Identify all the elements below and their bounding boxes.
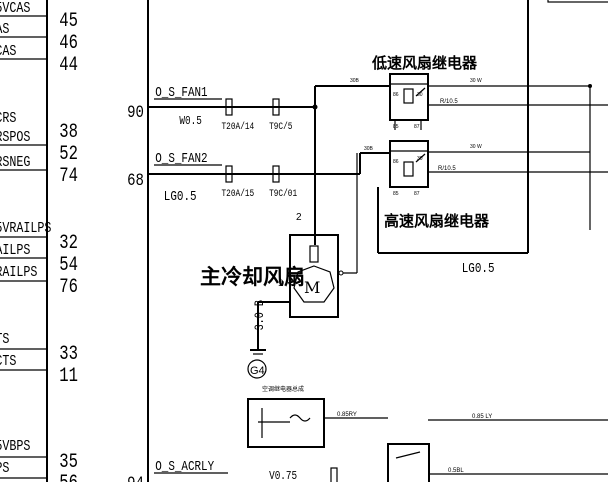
fan2-connector-1: T20A/15 — [222, 188, 255, 199]
fan1-wire-label: W0.5 — [179, 115, 201, 128]
acrly-signal-label: O_S_ACRLY — [155, 459, 214, 475]
ecu-pin-name: RSPOS — [0, 130, 30, 147]
ecu-pin-number: 56 — [59, 472, 78, 482]
high-relay-wire-top: 30 W — [470, 144, 482, 150]
ac-wire-1: 0.85RY — [337, 412, 357, 418]
ecu-pin-name: AILPS — [0, 243, 30, 260]
fan1-connector-2: T9C/5 — [269, 121, 292, 132]
high-relay-pin: 30 — [417, 156, 423, 162]
fan2-signal: 68 O_S_FAN2 LG0.5 T20A/15 T9C/01 — [127, 151, 360, 205]
low-relay-title: 低速风扇继电器 — [371, 54, 478, 72]
bottom-wire-label: LG0.5 — [462, 261, 495, 277]
ecu-pin-number: 35 — [59, 451, 78, 473]
ecu-pin-name: 5VBPS — [0, 439, 30, 456]
low-relay-pin: 85 — [393, 124, 399, 130]
ac-wire-2: 0.85 LY — [472, 414, 492, 420]
low-relay-pin: 30 — [417, 92, 423, 98]
ecu-pin-number: 33 — [59, 343, 78, 365]
ecu-pin-number: 74 — [59, 165, 78, 187]
ecu-pin-name: 5VCAS — [0, 1, 30, 18]
acrly-pin-number: 94 — [127, 474, 144, 482]
ecu-pin-number: 38 — [59, 121, 78, 143]
high-relay-pin: 85 — [393, 191, 399, 197]
high-relay-pin: 87 — [414, 191, 420, 197]
ecu-pin-numbers: 45 46 44 38 52 74 32 54 76 33 11 35 56 — [59, 10, 78, 482]
fan1-connector-1: T20A/14 — [222, 121, 255, 132]
acrly-wire-label: V0.75 — [269, 470, 297, 482]
fan1-signal: 90 O_S_FAN1 W0.5 T20A/14 T9C/5 — [127, 85, 315, 132]
low-relay-wire-in: 30B — [350, 78, 360, 84]
fan2-signal-label: O_S_FAN2 — [155, 151, 207, 167]
ecu-pin-number: 52 — [59, 143, 78, 165]
ecu-pin-number: 76 — [59, 276, 78, 298]
ground-wire-label: 3.0 B — [253, 300, 267, 330]
high-relay-title: 高速风扇继电器 — [384, 212, 490, 230]
high-relay-wire-in: 30B — [364, 146, 374, 152]
ecu-pin-name: TS — [0, 332, 9, 349]
ecu-pin-name: RSNEG — [0, 155, 30, 172]
high-relay-pin: 86 — [393, 159, 399, 165]
ac-relay-assembly: 空调继电器总成 0.85RY 0.85 LY 0.5BL — [247, 385, 608, 482]
ecu-pin-number: 11 — [59, 365, 78, 387]
ecu-pin-name: AS — [0, 22, 9, 39]
fan-title: 主冷却风扇 — [200, 264, 305, 289]
acrly-signal: O_S_ACRLY 94 V0.75 — [127, 459, 338, 482]
high-relay-wire-out: R/10.5 — [438, 166, 456, 172]
fan1-signal-label: O_S_FAN1 — [155, 85, 207, 101]
ac-wire-3: 0.5BL — [448, 468, 464, 474]
fan2-wire-label: LG0.5 — [164, 189, 197, 205]
ecu-pin-number: 44 — [59, 54, 78, 76]
fan-pin-1: 1 — [278, 278, 284, 289]
low-relay-pin: 87 — [414, 124, 420, 130]
ecu-connector-column — [0, 0, 48, 482]
main-cooling-fan: 主冷却风扇 1 2 M — [200, 153, 358, 318]
ecu-pin-number: 46 — [59, 32, 78, 54]
motor-symbol: M — [304, 278, 320, 297]
ecu-pin-name: RAILPS — [0, 265, 37, 282]
ecu-pin-number: 32 — [59, 232, 78, 254]
fan-pin-2: 2 — [296, 212, 302, 223]
ecu-pin-number: 45 — [59, 10, 78, 32]
fan-ground: 3.0 B G4 — [247, 300, 290, 379]
ecu-pin-name: 5VRAILPS — [0, 221, 51, 238]
low-speed-relay: 低速风扇继电器 86 30 85 87 30B 30 W R/10.5 — [350, 54, 608, 130]
high-speed-relay: 86 30 85 87 30B 30 W R/10.5 高速风扇继电器 — [364, 140, 608, 230]
ecu-pin-name: CTS — [0, 354, 16, 371]
fan1-pin-number: 90 — [127, 103, 144, 123]
ecu-pin-names: 5VCAS AS CAS CRS RSPOS RSNEG 5VRAILPS AI… — [0, 1, 51, 478]
ecu-pin-number: 54 — [59, 254, 78, 276]
ecu-pin-name: CAS — [0, 44, 16, 61]
low-relay-wire-top: 30 W — [470, 78, 482, 84]
ground-id: G4 — [250, 365, 265, 377]
fan2-connector-2: T9C/01 — [269, 188, 297, 199]
ecu-pin-name: PS — [0, 461, 9, 478]
fan2-pin-number: 68 — [127, 171, 144, 191]
low-relay-pin: 86 — [393, 92, 399, 98]
ac-relay-title: 空调继电器总成 — [262, 385, 304, 393]
low-relay-wire-out: R/10.5 — [440, 99, 458, 105]
ecu-pin-name: CRS — [0, 111, 16, 128]
